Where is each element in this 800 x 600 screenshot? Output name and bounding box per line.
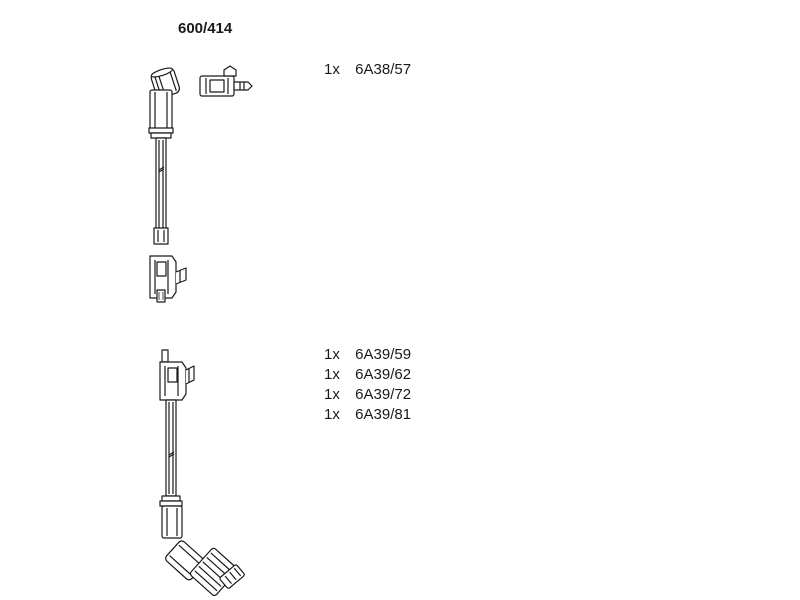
part-qty: 1x xyxy=(324,346,340,363)
top-parts-list: 1x 6A38/57 xyxy=(324,60,411,80)
top-boot-body xyxy=(149,89,173,131)
kit-number: 600/414 xyxy=(178,20,233,37)
top-lead-illustration xyxy=(148,65,253,303)
bottom-lead-illustration xyxy=(159,349,245,597)
bottom-collar xyxy=(161,495,181,502)
part-code: 6A39/62 xyxy=(355,366,412,383)
top-cable xyxy=(155,137,167,231)
bottom-cable xyxy=(165,399,177,497)
bottom-distributor-connector xyxy=(159,349,195,401)
part-code: 6A39/81 xyxy=(355,406,412,423)
part-qty: 1x xyxy=(324,366,340,383)
part-qty: 1x xyxy=(324,406,340,423)
part-code: 6A39/72 xyxy=(355,386,412,403)
top-cable-fitting xyxy=(153,227,169,245)
top-distributor-connector xyxy=(149,255,187,303)
list-item: 1x 6A39/62 xyxy=(324,365,411,385)
bottom-parts-list: 1x 6A39/59 1x 6A39/62 1x 6A39/72 1x 6A39… xyxy=(324,345,411,425)
bottom-boot-body xyxy=(161,505,183,539)
bottom-terminal xyxy=(219,564,245,589)
part-qty: 1x xyxy=(324,386,340,403)
part-code: 6A39/59 xyxy=(355,346,412,363)
list-item: 1x 6A39/81 xyxy=(324,405,411,425)
list-item: 1x 6A38/57 xyxy=(324,60,411,80)
list-item: 1x 6A39/72 xyxy=(324,385,411,405)
top-collar xyxy=(148,127,174,134)
part-code: 6A38/57 xyxy=(355,61,412,78)
top-terminal-clip xyxy=(199,65,253,97)
list-item: 1x 6A39/59 xyxy=(324,345,411,365)
part-qty: 1x xyxy=(324,61,340,78)
